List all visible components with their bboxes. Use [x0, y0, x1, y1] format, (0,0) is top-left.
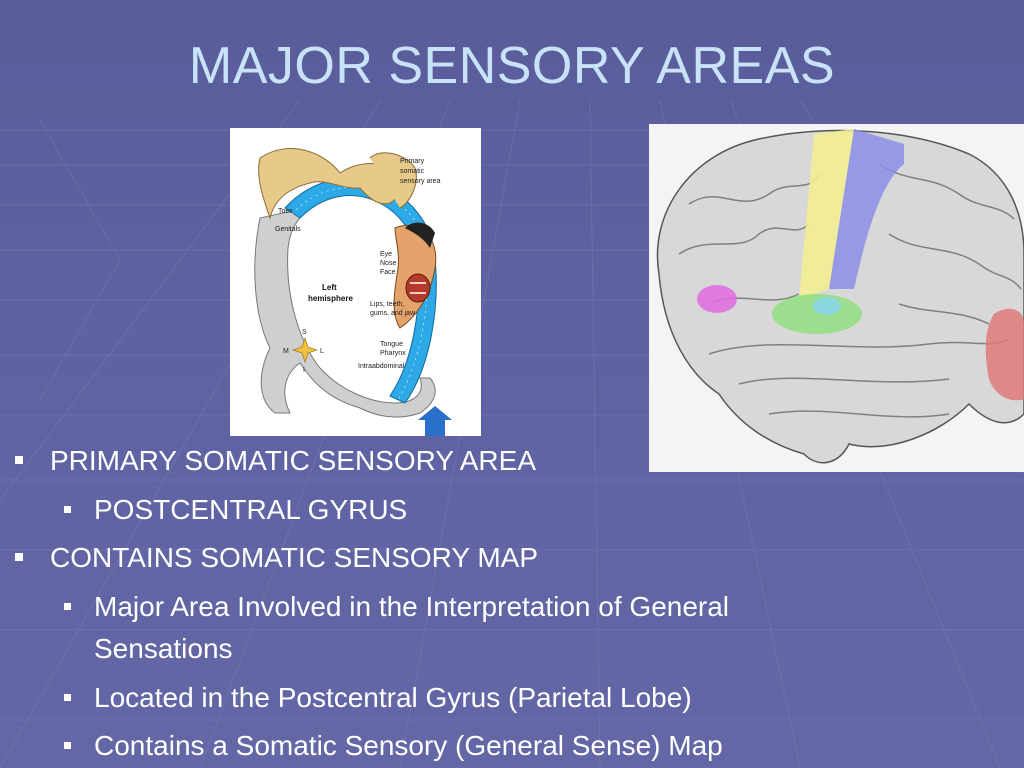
- slide-title: MAJOR SENSORY AREAS: [188, 37, 836, 95]
- svg-text:Eye: Eye: [380, 251, 392, 258]
- svg-text:sensory area: sensory area: [400, 178, 441, 185]
- svg-text:M: M: [283, 348, 289, 355]
- svg-text:Genitals: Genitals: [275, 226, 301, 233]
- svg-text:Tongue: Tongue: [380, 341, 403, 348]
- svg-text:gums, and jaw: gums, and jaw: [370, 310, 416, 317]
- svg-text:L: L: [320, 348, 324, 355]
- svg-text:Primary: Primary: [400, 158, 425, 165]
- svg-text:hemisphere: hemisphere: [308, 294, 353, 303]
- homunculus-illustration: Primary somatic sensory area Genitals To…: [254, 148, 452, 436]
- homunculus-figure: Primary somatic sensory area Genitals To…: [230, 128, 481, 436]
- svg-text:Pharynx: Pharynx: [380, 350, 406, 357]
- svg-text:Face: Face: [380, 269, 396, 276]
- svg-text:I: I: [303, 367, 305, 374]
- svg-text:Lips, teeth,: Lips, teeth,: [370, 301, 404, 308]
- svg-text:Toes: Toes: [278, 208, 293, 215]
- svg-text:Intraabdominal: Intraabdominal: [358, 363, 405, 370]
- svg-text:Nose: Nose: [380, 260, 396, 267]
- brain-figure: [649, 124, 1024, 472]
- svg-text:S: S: [302, 329, 307, 336]
- svg-text:Left: Left: [322, 283, 337, 292]
- brain-illustration: [656, 129, 1024, 464]
- svg-text:somatic: somatic: [400, 168, 425, 175]
